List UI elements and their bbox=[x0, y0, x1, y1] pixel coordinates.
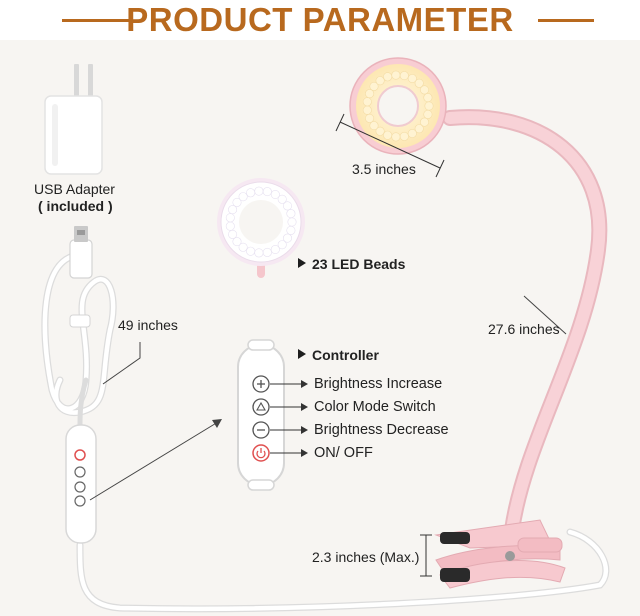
led-bead bbox=[414, 124, 424, 134]
controller-pointer-icon bbox=[298, 349, 306, 359]
led-bead bbox=[391, 70, 401, 80]
usb-cable-icon bbox=[41, 251, 610, 613]
led-bead bbox=[362, 105, 372, 115]
led-ring-icon bbox=[217, 178, 305, 278]
led-bead bbox=[246, 188, 256, 198]
gooseneck-arm bbox=[442, 109, 608, 538]
adapter-label: USB Adapter bbox=[34, 181, 115, 197]
led-bead bbox=[407, 129, 417, 139]
controller-large-icon bbox=[237, 339, 285, 491]
led-bead bbox=[262, 187, 272, 197]
led-bead bbox=[254, 186, 264, 196]
color-mode-label: Color Mode Switch bbox=[314, 399, 436, 415]
lamp-head-icon bbox=[349, 57, 447, 155]
led-beads-text: 23 LED Beads bbox=[312, 256, 406, 272]
cable-length-label: 49 inches bbox=[118, 317, 178, 333]
led-bead bbox=[228, 205, 238, 215]
clamp-icon bbox=[434, 519, 566, 589]
ring-width-label: 3.5 inches bbox=[352, 161, 416, 177]
led-bead bbox=[286, 209, 296, 219]
title-rule-right bbox=[538, 19, 594, 22]
usb-adapter-icon bbox=[44, 64, 103, 175]
title-rule-left bbox=[62, 19, 132, 22]
led-beads-label: 23 LED Beads bbox=[298, 256, 405, 272]
cable-tie-icon bbox=[69, 314, 91, 328]
cable-length-leader bbox=[102, 342, 141, 385]
led-bead bbox=[391, 132, 401, 142]
page-title: PRODUCT PARAMETER bbox=[126, 1, 514, 38]
led-bead bbox=[375, 126, 385, 136]
led-bead bbox=[232, 237, 242, 247]
led-bead bbox=[365, 113, 375, 123]
led-bead bbox=[277, 240, 287, 250]
led-bead bbox=[254, 248, 264, 258]
ring-width-dimension bbox=[335, 113, 445, 178]
controller-callouts bbox=[270, 380, 308, 457]
led-bead bbox=[414, 78, 424, 88]
inline-controller-icon bbox=[65, 424, 97, 544]
led-bead bbox=[238, 242, 248, 252]
led-bead bbox=[369, 121, 379, 131]
controller-pointer-arrow bbox=[89, 419, 222, 501]
product-illustration bbox=[41, 57, 610, 613]
led-bead bbox=[286, 225, 296, 235]
header-bar: PRODUCT PARAMETER bbox=[0, 0, 640, 40]
led-bead bbox=[225, 221, 235, 231]
led-bead bbox=[362, 97, 372, 107]
led-bead bbox=[225, 213, 235, 223]
clip-opening-label: 2.3 inches (Max.) bbox=[312, 549, 420, 565]
led-bead bbox=[419, 85, 429, 95]
gooseneck-length-label: 27.6 inches bbox=[488, 321, 560, 337]
led-bead bbox=[228, 229, 238, 239]
usb-plug-icon bbox=[69, 226, 93, 279]
clip-opening-dimension bbox=[420, 534, 432, 577]
gooseneck-leader bbox=[523, 295, 567, 335]
led-pointer-icon bbox=[298, 258, 306, 268]
led-bead bbox=[423, 93, 433, 103]
led-bead bbox=[399, 131, 409, 141]
led-bead bbox=[383, 130, 393, 140]
led-bead bbox=[399, 71, 409, 81]
led-bead bbox=[238, 192, 248, 202]
led-bead bbox=[369, 81, 379, 91]
led-bead bbox=[270, 190, 280, 200]
brightness-increase-label: Brightness Increase bbox=[314, 376, 443, 392]
led-bead bbox=[262, 247, 272, 257]
controller-title-text: Controller bbox=[312, 347, 379, 363]
led-bead bbox=[282, 233, 292, 243]
color-mode-icon bbox=[252, 398, 270, 416]
led-bead bbox=[407, 74, 417, 84]
led-bead bbox=[383, 72, 393, 82]
led-bead bbox=[365, 89, 375, 99]
led-bead bbox=[419, 117, 429, 127]
product-canvas: USB Adapter ( included ) 3.5 inches 23 L… bbox=[0, 40, 640, 616]
power-label: ON/ OFF bbox=[314, 445, 373, 461]
led-bead bbox=[232, 197, 242, 207]
led-bead bbox=[270, 245, 280, 255]
brightness-decrease-label: Brightness Decrease bbox=[314, 422, 449, 438]
led-bead bbox=[277, 194, 287, 204]
controller-title: Controller bbox=[298, 347, 379, 363]
led-bead bbox=[282, 201, 292, 211]
led-bead bbox=[287, 217, 297, 227]
led-bead bbox=[246, 246, 256, 256]
led-bead bbox=[375, 76, 385, 86]
led-bead bbox=[423, 109, 433, 119]
adapter-included-note: ( included ) bbox=[38, 198, 113, 214]
led-bead bbox=[424, 101, 434, 111]
